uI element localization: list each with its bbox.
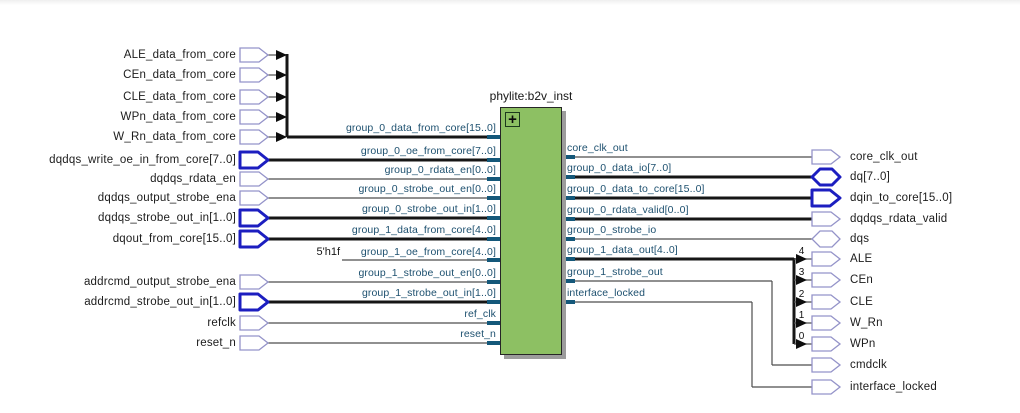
arrowhead-icon — [796, 318, 807, 328]
input-pin-label: W_Rn_data_from_core — [113, 131, 236, 143]
output-pin-label: interface_locked — [850, 381, 937, 393]
bus-bit-index: 3 — [798, 267, 805, 278]
output-port-label: group_0_data_to_core[15..0] — [567, 183, 705, 195]
output-pin-label: dqdqs_rdata_valid — [850, 213, 948, 225]
bus-bit-index: 1 — [798, 310, 805, 321]
arrowhead-icon — [276, 70, 287, 80]
input-pin[interactable] — [239, 315, 270, 331]
output-pin[interactable] — [811, 149, 842, 165]
constant-value-label: 5'h1f — [316, 246, 340, 258]
input-pin-label: dqdqs_strobe_out_in[1..0] — [98, 212, 236, 224]
output-pin-label: CEn — [850, 274, 873, 286]
output-pin-label: WPn — [850, 338, 876, 350]
bus-bit-index: 4 — [798, 246, 805, 257]
input-port-label: group_0_rdata_en[0..0] — [384, 164, 496, 176]
output-port-label: group_0_rdata_valid[0..0] — [567, 204, 689, 216]
arrowhead-icon — [276, 112, 287, 122]
input-pin-label: ALE_data_from_core — [123, 49, 236, 61]
input-pin-label: WPn_data_from_core — [120, 111, 236, 123]
output-port-label: interface_locked — [567, 287, 646, 299]
bus-bit-index: 2 — [798, 289, 805, 300]
output-pin[interactable] — [811, 211, 842, 227]
arrowhead-icon — [796, 254, 807, 264]
input-pin-label: CLE_data_from_core — [123, 91, 236, 103]
bidir-pin[interactable] — [811, 230, 841, 248]
output-pin-label: dqs — [850, 233, 870, 245]
output-port-label: core_clk_out — [567, 142, 628, 154]
arrowhead-icon — [796, 275, 807, 285]
output-pin[interactable] — [811, 379, 842, 395]
output-pin-label: CLE — [850, 296, 873, 308]
input-bus-pin[interactable] — [238, 229, 270, 249]
input-pin-label: addrcmd_strobe_out_in[1..0] — [84, 296, 236, 308]
top-border — [0, 0, 1020, 5]
arrowhead-icon — [796, 297, 807, 307]
arrowhead-icon — [276, 50, 287, 60]
input-pin[interactable] — [239, 274, 270, 290]
input-pin-label: CEn_data_from_core — [123, 69, 236, 81]
input-pin-label: dqout_from_core[15..0] — [112, 233, 236, 245]
input-port-label: group_0_strobe_out_en[0..0] — [358, 183, 496, 195]
input-pin[interactable] — [239, 171, 270, 187]
input-port-label: group_1_strobe_out_en[0..0] — [358, 267, 496, 279]
input-bus-pin[interactable] — [238, 208, 270, 228]
input-port-label: group_1_oe_from_core[4..0] — [360, 246, 496, 258]
instance-title: phylite:b2v_inst — [489, 89, 573, 103]
input-port-label: group_1_strobe_out_in[1..0] — [361, 287, 496, 299]
input-pin-label: dqdqs_rdata_en — [150, 173, 236, 185]
input-pin[interactable] — [239, 67, 270, 83]
arrowhead-icon — [276, 92, 287, 102]
module-instance-block[interactable] — [500, 107, 562, 355]
output-pin-label: dqin_to_core[15..0] — [850, 192, 953, 204]
arrowhead-icon — [276, 132, 287, 142]
output-pin-label: ALE — [850, 253, 873, 265]
input-pin-label: refclk — [207, 317, 236, 329]
output-pin-label: dq[7..0] — [850, 171, 890, 183]
output-pin-label: cmdclk — [850, 359, 887, 371]
bus-bit-index: 0 — [798, 331, 805, 342]
input-port-label: group_1_data_from_core[4..0] — [351, 224, 496, 236]
output-pin-label: W_Rn — [850, 317, 883, 329]
input-port-label: group_0_data_from_core[15..0] — [345, 122, 496, 134]
input-pin[interactable] — [239, 47, 270, 63]
input-pin-label: reset_n — [196, 337, 236, 349]
output-pin[interactable] — [811, 315, 842, 331]
input-pin-label: addrcmd_output_strobe_ena — [83, 276, 236, 288]
input-port-label: group_0_oe_from_core[7..0] — [360, 145, 496, 157]
output-pin[interactable] — [811, 336, 842, 352]
output-pin[interactable] — [811, 357, 842, 373]
arrowhead-icon — [796, 339, 807, 349]
output-pin-label: core_clk_out — [850, 151, 918, 163]
input-port-label: reset_n — [460, 328, 496, 340]
input-pin-label: dqdqs_output_strobe_ena — [97, 192, 236, 204]
output-pin[interactable] — [811, 251, 842, 267]
input-port-label: ref_clk — [464, 308, 496, 320]
input-bus-pin[interactable] — [238, 150, 270, 170]
input-pin[interactable] — [239, 109, 270, 125]
input-pin[interactable] — [239, 190, 270, 206]
output-port-label: group_0_strobe_io — [567, 224, 657, 236]
output-pin[interactable] — [811, 272, 842, 288]
input-pin-label: dqdqs_write_oe_in_from_core[7..0] — [49, 154, 236, 166]
output-port-label: group_1_data_out[4..0] — [567, 244, 678, 256]
input-pin[interactable] — [239, 89, 270, 105]
input-pin[interactable] — [239, 335, 270, 351]
output-port-label: group_0_data_io[7..0] — [567, 162, 672, 174]
expand-plus-icon[interactable]: + — [505, 112, 520, 127]
input-bus-pin[interactable] — [238, 292, 270, 312]
bidir-bus-pin[interactable] — [810, 167, 842, 187]
output-bus-pin[interactable] — [810, 188, 842, 208]
input-pin[interactable] — [239, 129, 270, 145]
input-port-label: group_0_strobe_out_in[1..0] — [361, 203, 496, 215]
output-port-label: group_1_strobe_out — [567, 266, 663, 278]
output-pin[interactable] — [811, 294, 842, 310]
